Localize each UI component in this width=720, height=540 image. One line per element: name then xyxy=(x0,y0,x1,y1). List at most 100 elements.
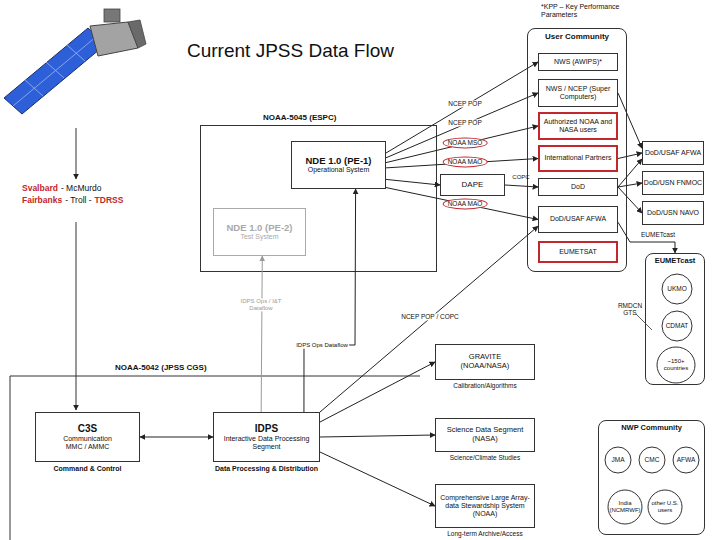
flow-connector xyxy=(618,183,642,187)
flow-connector xyxy=(386,179,440,185)
edge-label: COPC xyxy=(511,174,530,181)
circle-outline xyxy=(662,311,692,341)
user-circle: other U.S. users xyxy=(647,489,683,525)
edge-label: NCEP POP xyxy=(447,100,482,107)
node-text: Operational System xyxy=(294,166,383,174)
node-text: Data Processing & Distribution xyxy=(214,465,319,473)
leader-line xyxy=(636,314,652,330)
edge-label: NOAA MAO xyxy=(443,198,488,209)
flow-connector xyxy=(618,222,675,253)
satellite-illustration xyxy=(4,9,146,114)
node-text: Communication xyxy=(63,435,112,443)
node-title: CMC xyxy=(645,456,660,463)
user-circle: India (NCMRWF) xyxy=(607,489,643,525)
node-title: DoD/USN NAVO xyxy=(647,209,699,217)
node-title: AFWA xyxy=(677,456,696,463)
node-text: Interactive Data Processing Segment xyxy=(214,435,319,451)
flow-connector xyxy=(261,256,262,412)
edge-label: NCEP POP xyxy=(447,119,482,126)
flow-connector xyxy=(386,93,538,158)
user-circle: CDMAT xyxy=(661,310,693,342)
user-group-box: NWP CommunityJMACMCAFWAIndia (NCMRWF)oth… xyxy=(598,420,705,535)
flow-connector xyxy=(505,185,538,187)
node-title: UKMO xyxy=(667,285,687,292)
node-title: DoD/USAF AFWA xyxy=(645,149,701,157)
station-label: - Troll - xyxy=(65,195,91,205)
user-box: International Partners xyxy=(538,145,618,172)
satellite-antenna xyxy=(104,9,120,22)
station-label: Fairbanks xyxy=(22,195,62,205)
satellite-side xyxy=(128,20,146,48)
user-box: DoD/USAF AFWA xyxy=(642,141,704,165)
user-group-box: User CommunityNWS (AWIPS)* NWS / NCEP (Su… xyxy=(527,28,627,272)
user-circle: JMA xyxy=(604,446,632,474)
flow-connector xyxy=(320,435,435,437)
ground-link-line xyxy=(76,222,77,410)
station-label: Svalbard xyxy=(22,183,58,193)
node-title: International Partners xyxy=(545,154,612,162)
circle-outline xyxy=(673,447,699,473)
node-title: User Community xyxy=(545,32,609,41)
user-box: EUMETSAT xyxy=(538,241,618,263)
diagram-title: Current JPSS Data Flow xyxy=(187,40,394,62)
flow-connector xyxy=(386,126,538,163)
satellite-body xyxy=(90,22,138,56)
user-circle: CMC xyxy=(638,446,666,474)
system-box: NDE 1.0 (PE-2)Test System xyxy=(213,208,306,256)
flow-connector xyxy=(304,189,356,412)
flow-connector xyxy=(618,93,642,148)
node-title: DAPE xyxy=(462,180,484,189)
circle-outline xyxy=(662,274,692,304)
station-label: TDRSS xyxy=(95,195,124,205)
user-circle: AFWA xyxy=(672,446,700,474)
node-text: Long-term Archive/Access xyxy=(436,530,534,537)
note-label: RMDCN GTS xyxy=(616,302,644,317)
node-title: IDPS xyxy=(255,423,278,435)
panel-grid xyxy=(13,36,97,106)
node-title: CDMAT xyxy=(666,322,689,329)
note-label: *KPP – Key Performance Parameters xyxy=(541,3,621,19)
flow-connector xyxy=(618,187,642,213)
node-text: Calibration/Algorithms xyxy=(436,382,534,389)
user-box: NWS (AWIPS)* xyxy=(538,53,618,71)
flow-connector xyxy=(386,188,538,220)
segment-box: Science Data Segment (NASA)Science/Clima… xyxy=(435,418,535,452)
circle-outline xyxy=(608,490,642,524)
user-box: DoD/USAF AFWA xyxy=(538,206,618,233)
node-title: Comprehensive Large Array-data Stewardsh… xyxy=(436,494,534,518)
solar-panel xyxy=(4,28,106,114)
node-title: Authorized NOAA and NASA users xyxy=(540,118,616,134)
system-group-box: NOAA-5045 (ESPC)NDE 1.0 (PE-1)Operationa… xyxy=(200,125,437,272)
node-title: NOAA-5045 (ESPC) xyxy=(263,113,336,122)
circle-outline xyxy=(639,447,665,473)
node-title: DoD/USAF AFWA xyxy=(550,215,606,223)
segment-bracket xyxy=(10,376,420,540)
system-box: DAPE xyxy=(440,174,505,196)
node-title: India (NCMRWF) xyxy=(609,500,640,514)
flow-connector xyxy=(320,226,538,412)
flow-connector xyxy=(386,159,538,168)
edge-label: NOAA MAO xyxy=(443,156,488,167)
node-title: GRAVITE (NOAA/NASA) xyxy=(436,353,534,370)
node-title: other U.S. users xyxy=(650,500,680,514)
flow-connector xyxy=(140,437,213,438)
edge-label: IDPS Ops / I&T Dataflow xyxy=(238,298,284,311)
node-title: EUMETSAT xyxy=(559,248,597,256)
node-text: MMC / AMMC xyxy=(66,443,110,451)
segment-box: GRAVITE (NOAA/NASA)Calibration/Algorithm… xyxy=(435,344,535,380)
user-box: DoD/USN FNMOC xyxy=(642,171,704,195)
segment-box: C3SCommunicationMMC / AMMCCommand & Cont… xyxy=(35,412,140,462)
user-box: NWS / NCEP (Super Computers) xyxy=(538,79,618,107)
segment-box: Comprehensive Large Array-data Stewardsh… xyxy=(435,484,535,528)
circle-outline xyxy=(657,347,695,383)
user-circle: UKMO xyxy=(661,273,693,305)
system-box: NDE 1.0 (PE-1)Operational System xyxy=(291,141,386,189)
node-text: Test System xyxy=(226,233,292,241)
edge-label: EUMETcast xyxy=(640,231,676,238)
flow-connector xyxy=(618,153,642,159)
node-title: DoD xyxy=(571,183,585,191)
user-group-box: EUMETcastUKMOCDMAT~150+ countries xyxy=(645,253,705,385)
node-title: NDE 1.0 (PE-2) xyxy=(227,223,293,234)
station-label: - McMurdo xyxy=(61,183,102,193)
node-text: Science/Climate Studies xyxy=(436,454,534,461)
